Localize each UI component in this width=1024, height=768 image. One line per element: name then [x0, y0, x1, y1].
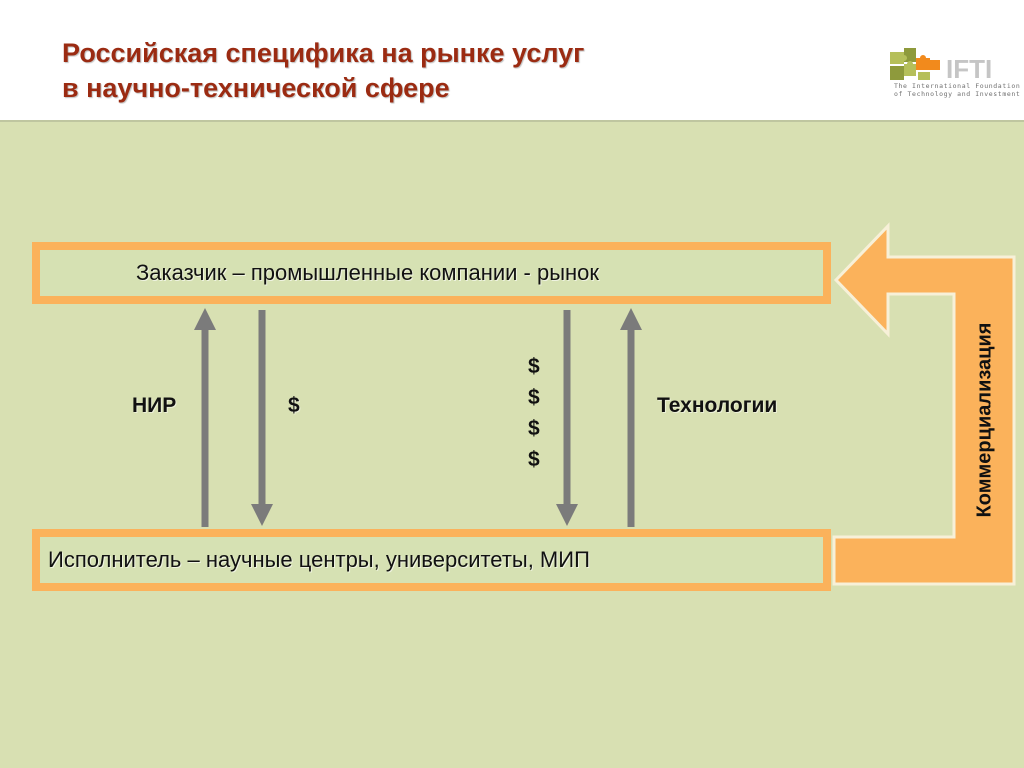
slide-title: Российская специфика на рынке услуг в на…	[62, 36, 584, 106]
technology-up-arrow	[620, 308, 642, 527]
technologies-label: Технологии	[657, 394, 778, 417]
dollar-sign: $	[528, 448, 540, 471]
payment-down-arrow	[251, 310, 273, 526]
nir-label: НИР	[132, 394, 177, 417]
logo-caption-line-1: The International Foundation	[894, 82, 1021, 90]
puzzle-icon	[890, 48, 940, 80]
executor-box-label: Исполнитель – научные центры, университе…	[48, 547, 590, 572]
commercialization-label: Коммерциализация	[973, 322, 996, 518]
ifti-logo: IFTI	[890, 48, 992, 84]
dollar-sign: $	[528, 386, 540, 409]
payments-down-arrow	[556, 310, 578, 526]
customer-box: Заказчик – промышленные компании - рынок	[32, 242, 831, 304]
dollar-sign: $	[528, 355, 540, 378]
slide-title-line-1: Российская специфика на рынке услуг	[62, 38, 585, 68]
customer-box-label: Заказчик – промышленные компании - рынок	[136, 260, 600, 285]
research-up-arrow	[194, 308, 216, 527]
executor-box: Исполнитель – научные центры, университе…	[32, 529, 831, 591]
dollar-sign: $	[528, 417, 540, 440]
slide-title-line-2: в научно-технической сфере	[62, 73, 450, 103]
logo-wordmark: IFTI	[946, 54, 992, 84]
slide-header: Российская специфика на рынке услуг в на…	[0, 0, 1024, 122]
dollar-label: $	[288, 394, 300, 417]
commercialization-arrow	[832, 222, 1016, 586]
logo-caption-line-2: of Technology and Investment	[894, 90, 1021, 98]
